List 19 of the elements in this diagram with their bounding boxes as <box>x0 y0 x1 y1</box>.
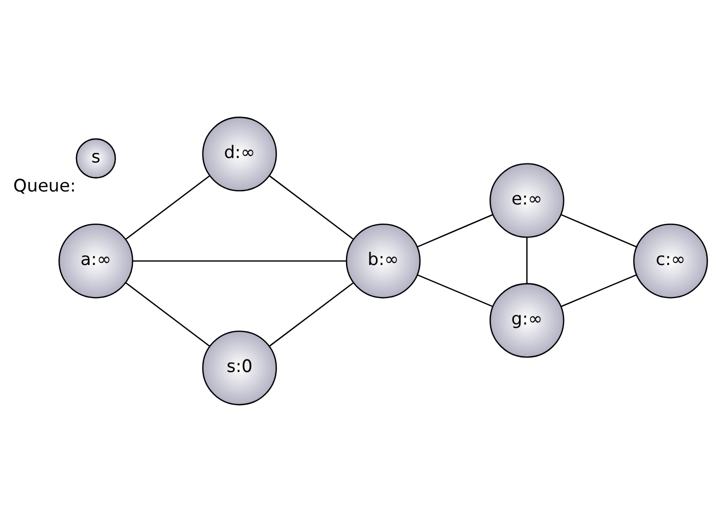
connector <box>268 282 354 346</box>
connector <box>526 236 528 283</box>
node-circle: s:0 <box>202 330 277 405</box>
node-circle: e:∞ <box>490 162 564 238</box>
connector <box>560 214 637 247</box>
connector <box>417 274 494 307</box>
node-circle: d:∞ <box>202 116 277 191</box>
node-circle: b:∞ <box>346 223 421 298</box>
connector <box>125 282 210 346</box>
node-circle: s <box>76 138 116 178</box>
connector <box>125 175 210 240</box>
node-circle: c:∞ <box>633 223 708 298</box>
connector <box>560 274 637 307</box>
connector <box>132 260 346 262</box>
connector <box>417 214 494 247</box>
node-circle: a:∞ <box>58 223 134 298</box>
connector <box>268 174 354 240</box>
node-label: Queue: <box>13 176 76 196</box>
node-circle: g:∞ <box>490 282 564 358</box>
